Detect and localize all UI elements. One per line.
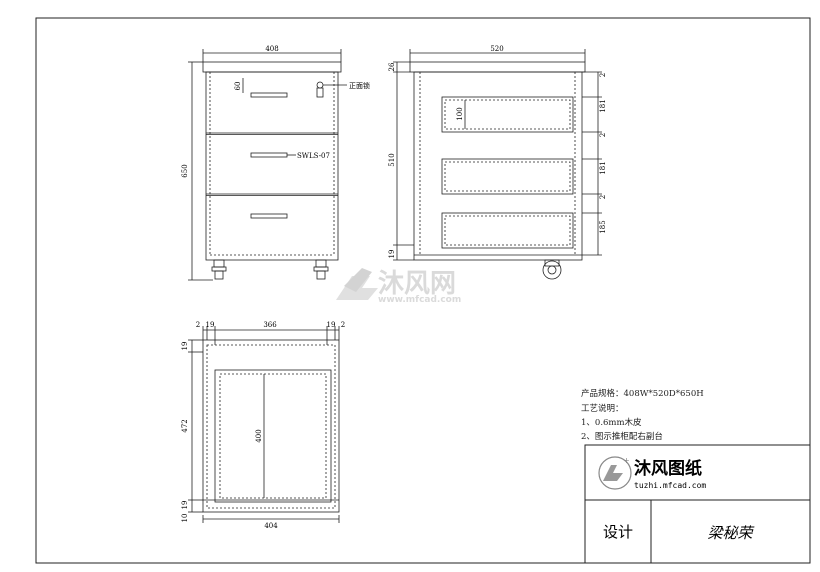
side-right-label-2: 181 xyxy=(599,99,607,112)
side-depth-label: 520 xyxy=(490,45,503,53)
drawer-handle-2 xyxy=(250,152,288,158)
lock-icon xyxy=(316,81,324,89)
side-right-label-4: 181 xyxy=(599,161,607,174)
side-drawer-1 xyxy=(441,96,574,133)
side-top-slab xyxy=(409,61,586,73)
plan-view xyxy=(188,326,340,523)
watermark-logo-icon xyxy=(336,268,378,300)
plan-left-label-1: 19 xyxy=(181,342,189,351)
brand-name: 沐风图纸 xyxy=(634,458,702,479)
drawer-handle-1 xyxy=(250,92,288,98)
plan-top-label-1: 2 xyxy=(196,321,200,329)
plan-bottom-width-label: 404 xyxy=(264,522,278,530)
plan-left-label-2: 472 xyxy=(181,419,189,432)
side-inner-height-label: 100 xyxy=(456,107,464,120)
process-item-2: 2、图示推柜配右副台 xyxy=(581,431,663,442)
side-top-label: 26 xyxy=(388,62,396,71)
side-drawer-3 xyxy=(441,212,574,249)
plan-top-label-4: 19 xyxy=(327,321,336,329)
front-body xyxy=(205,71,339,261)
watermark: 沐风网 www.mfcad.com xyxy=(336,268,461,305)
lock-label: 正面锁 xyxy=(349,81,370,90)
watermark-url: www.mfcad.com xyxy=(378,295,461,305)
handle-offset-label: 60 xyxy=(234,82,242,91)
drawer-handle-3 xyxy=(250,213,288,219)
plan-top-label-5: 2 xyxy=(341,321,345,329)
brand-logo-icon: + xyxy=(598,456,632,490)
side-right-label-3: 2 xyxy=(599,133,607,137)
spec-note: 产品规格：408W*520D*650H xyxy=(581,388,704,399)
watermark-cn: 沐风网 xyxy=(378,269,456,299)
plan-left-label-3: 19 xyxy=(181,501,189,510)
side-base-label: 19 xyxy=(388,250,396,259)
side-body-label: 510 xyxy=(388,153,396,166)
front-view xyxy=(188,49,347,281)
front-height-label: 650 xyxy=(181,164,189,177)
side-drawer-2 xyxy=(441,158,574,195)
plan-outline xyxy=(202,339,340,513)
plan-top-label-2: 19 xyxy=(206,321,215,329)
plan-left-label-4: 10 xyxy=(181,514,189,523)
brand-url: tuzhi.mfcad.com xyxy=(634,481,706,490)
side-right-label-1: 2 xyxy=(599,73,607,77)
side-view xyxy=(393,49,602,280)
svg-text:+: + xyxy=(623,456,630,465)
process-item-1: 1、0.6mm木皮 xyxy=(581,417,642,428)
plan-top-label-3: 366 xyxy=(263,321,277,329)
handle-model-label: SWLS-07 xyxy=(297,152,330,160)
front-wheel-left xyxy=(213,259,225,268)
side-body xyxy=(413,71,583,261)
front-wheel-right xyxy=(315,259,327,268)
designer-name: 梁秘荣 xyxy=(707,524,754,542)
design-label: 设计 xyxy=(603,523,633,541)
side-right-label-6: 185 xyxy=(599,220,607,233)
side-wheel xyxy=(542,260,562,280)
process-title: 工艺说明： xyxy=(581,403,624,414)
sheet-border xyxy=(35,17,811,564)
front-top-slab xyxy=(202,61,342,73)
title-block xyxy=(584,444,811,564)
plan-inner-height-label: 400 xyxy=(255,429,263,442)
front-width-label: 408 xyxy=(265,45,278,53)
side-right-label-5: 2 xyxy=(599,195,607,199)
